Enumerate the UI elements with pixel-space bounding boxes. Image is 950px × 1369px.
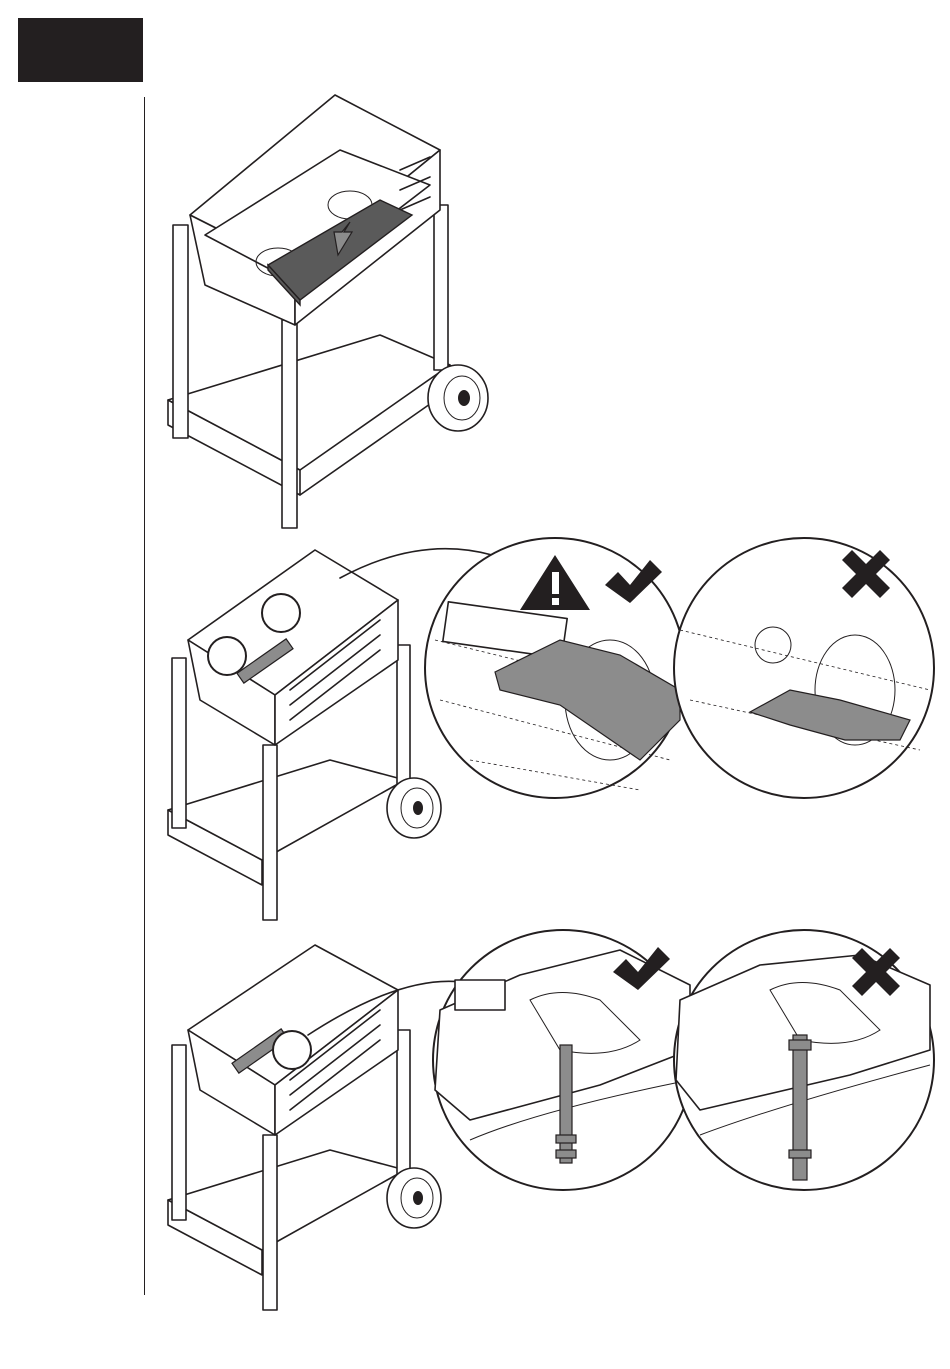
panel-1-grill (168, 95, 488, 528)
panel-3-grill (168, 945, 462, 1310)
wheel (428, 365, 488, 431)
callout-correct (425, 538, 685, 798)
callout-incorrect (674, 538, 934, 798)
callout-3-incorrect (674, 930, 934, 1190)
callout-3-correct (433, 930, 693, 1190)
